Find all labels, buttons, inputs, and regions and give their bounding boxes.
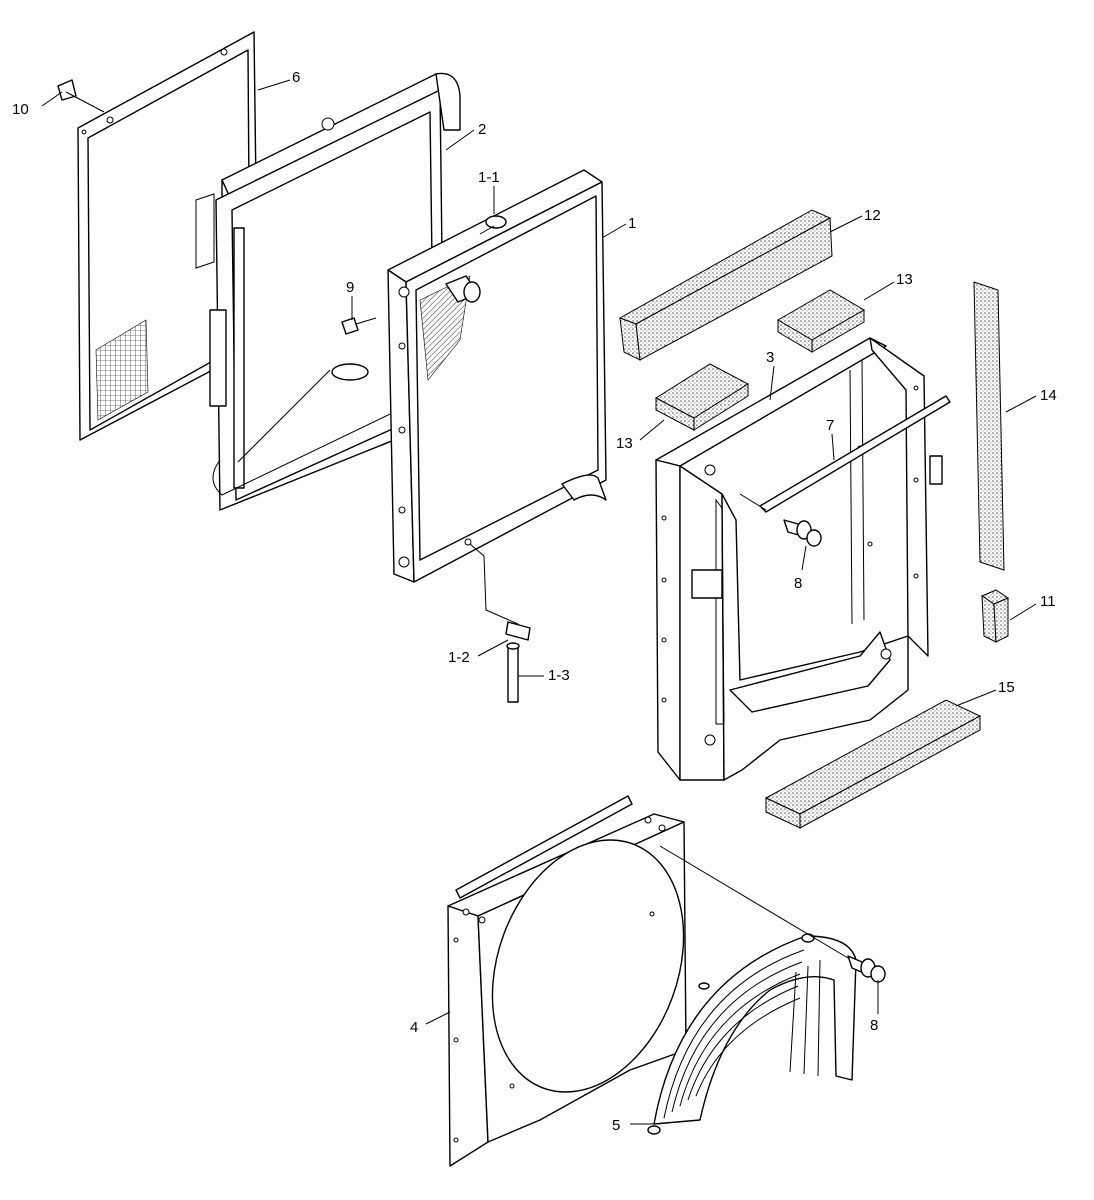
leader-lines [41,79,1037,1125]
label-part-11: 11 [1040,593,1056,610]
label-part-14: 14 [1040,387,1057,404]
label-part-1: 1 [628,215,636,232]
label-part-8-lower: 8 [870,1017,878,1034]
label-part-15: 15 [998,679,1015,696]
label-part-1-2: 1-2 [448,649,470,666]
label-part-7: 7 [826,417,834,434]
bolt-part-9 [341,317,377,335]
foam-seal-part-12 [618,209,833,361]
label-part-4: 4 [410,1019,418,1036]
oil-cooler-part-2 [195,72,461,511]
label-part-13-lower: 13 [616,435,633,452]
label-part-12: 12 [864,207,881,224]
label-part-5: 5 [612,1117,620,1134]
part-labels: 6 2 1 1-1 12 13 13 3 7 8 9 10 14 11 15 1… [12,69,1057,1134]
label-part-2: 2 [478,121,486,138]
label-part-8-upper: 8 [794,575,802,592]
foam-pad-part-13-upper [777,289,865,353]
label-part-3: 3 [766,349,774,366]
label-part-1-1: 1-1 [478,169,500,186]
fan-shroud-part-4 [447,795,687,1167]
bolt-part-8-lower [659,845,886,983]
foam-bar-part-15 [764,699,982,829]
label-part-13-upper: 13 [896,271,913,288]
bolt-part-8-upper [783,519,822,547]
wing-bolt-part-10 [57,79,105,113]
stay-rod-part-7 [739,395,951,513]
foam-strip-part-14 [973,281,1005,571]
label-part-9: 9 [346,279,354,296]
label-part-10: 10 [12,101,29,118]
label-part-6: 6 [292,69,300,86]
foam-pad-part-13-lower [655,363,749,431]
label-part-1-3: 1-3 [548,667,570,684]
foam-block-part-11 [980,589,1010,643]
radiator-part-1 [387,169,607,703]
